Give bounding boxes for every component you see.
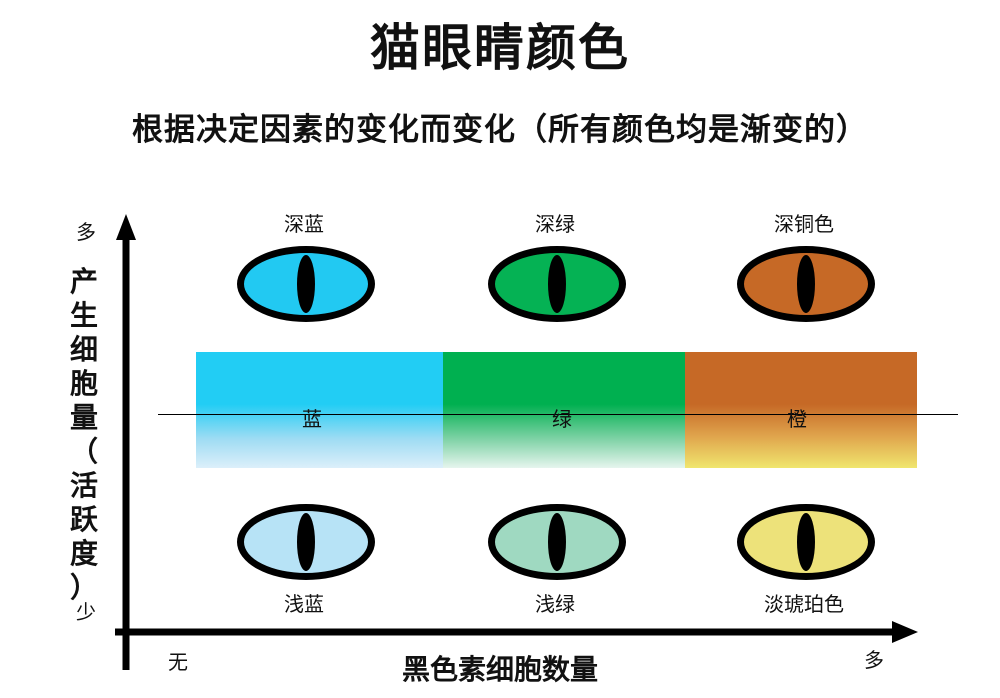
band-label-orange: 橙: [787, 407, 807, 431]
pupil-icon: [297, 255, 315, 313]
pupil-icon: [797, 513, 815, 571]
bottom-eye-label-amber: 淡琥珀色: [764, 592, 844, 616]
band-blue: [196, 352, 443, 468]
top-eye-label-green: 深绿: [535, 212, 575, 236]
x-axis-arrow-icon: [892, 621, 918, 643]
eye-icon-deep-blue: [237, 246, 375, 322]
midline: [158, 414, 958, 415]
y-axis-bottom-tick: 少: [76, 600, 96, 624]
x-axis-right-tick: 多: [864, 648, 884, 672]
bottom-eye-label-blue: 浅蓝: [284, 592, 324, 616]
top-eye-label-blue: 深蓝: [284, 212, 324, 236]
y-axis-arrow-icon: [116, 214, 136, 240]
band-label-green: 绿: [552, 407, 572, 431]
band-green: [443, 352, 685, 468]
top-eye-label-copper: 深铜色: [774, 212, 834, 236]
x-axis-label: 黑色素细胞数量: [401, 653, 598, 686]
y-axis-label: 产 生 细 胞 量 （ 活 跃 度 ）: [69, 265, 98, 604]
bottom-eye-label-green: 浅绿: [535, 592, 575, 616]
y-axis-top-tick: 多: [76, 220, 96, 244]
band-orange: [685, 352, 917, 468]
eye-icon-light-blue: [237, 504, 375, 580]
eye-icon-light-amber: [737, 504, 875, 580]
pupil-icon: [297, 513, 315, 571]
eye-icon-light-green: [488, 504, 626, 580]
eye-icon-deep-copper: [737, 246, 875, 322]
page-title: 猫眼睛颜色: [370, 19, 630, 77]
eye-icon-deep-green: [488, 246, 626, 322]
subtitle: 根据决定因素的变化而变化（所有颜色均是渐变的）: [132, 112, 868, 148]
pupil-icon: [548, 255, 566, 313]
x-axis-left-tick: 无: [168, 650, 188, 674]
pupil-icon: [548, 513, 566, 571]
pupil-icon: [797, 255, 815, 313]
band-label-blue: 蓝: [302, 407, 322, 431]
